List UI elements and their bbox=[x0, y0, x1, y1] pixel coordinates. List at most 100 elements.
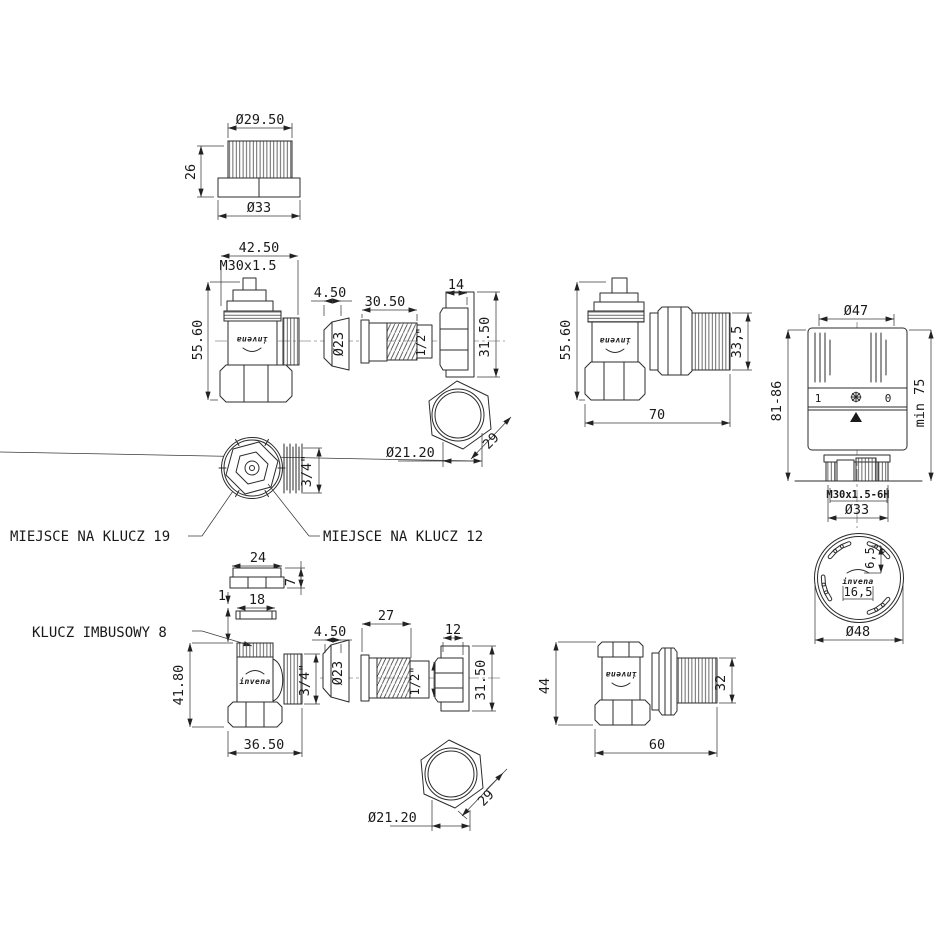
thread-label: 3/4" bbox=[297, 664, 313, 697]
head-range-label: 81-86 bbox=[769, 381, 785, 422]
head-min-label: min 75 bbox=[912, 379, 928, 428]
dim-valve-length: 60 bbox=[594, 707, 718, 757]
svg-text:invena: invena bbox=[842, 576, 873, 586]
view-thermo-cap: Ø29.50 26 Ø33 bbox=[183, 112, 301, 220]
dim-adapter-thickness: 4.50 bbox=[312, 624, 352, 653]
dim-head-diameter: Ø47 bbox=[818, 303, 895, 326]
dim-head-height-range: 81-86 bbox=[769, 329, 806, 481]
tailpiece-thread-label: 1/2" bbox=[408, 667, 422, 696]
dim-nut-height: 31.50 bbox=[472, 645, 496, 712]
dim-thread-side-height: 33,5 bbox=[729, 312, 752, 371]
tailpiece-length-label: 27 bbox=[378, 608, 394, 624]
callout-wrench-19: MIEJSCE NA KLUCZ 19 bbox=[10, 490, 234, 545]
dim-cap-bottom-diameter: Ø33 bbox=[217, 200, 301, 220]
dim-cap-height: 26 bbox=[183, 145, 224, 198]
head-bottom-dia-label: Ø33 bbox=[845, 502, 869, 518]
dim-valve-height: 55.60 bbox=[558, 281, 606, 401]
view-valve-top-left: invena 42.50 M30x1.5 55.60 bbox=[190, 240, 505, 403]
valve-width-label: 42.50 bbox=[239, 240, 280, 256]
dim-head-min-height: min 75 bbox=[909, 329, 934, 481]
adapter-thickness-label: 4.50 bbox=[314, 285, 347, 301]
svg-text:invena: invena bbox=[239, 676, 270, 686]
valve-height-label: 44 bbox=[537, 678, 553, 694]
nut-height-label: 31.50 bbox=[473, 660, 489, 701]
side-height-label: 33,5 bbox=[729, 326, 745, 359]
brand-logo: invena bbox=[605, 670, 637, 687]
dim-nut-width: 12 bbox=[442, 622, 464, 655]
dim-thread-side-height: 32 bbox=[713, 657, 736, 704]
dim-cap-small-step: 1 bbox=[218, 588, 231, 642]
head-setting-one: 1 bbox=[815, 392, 822, 405]
dim-valve-height: 44 bbox=[537, 641, 596, 726]
wrench-19-label: MIEJSCE NA KLUCZ 19 bbox=[10, 529, 170, 545]
cap-height-label: 26 bbox=[183, 164, 199, 180]
dim-valve-width: 36.50 bbox=[227, 708, 303, 757]
view-nut-bottom: 12 31.50 bbox=[434, 622, 496, 712]
dim-head-top-diameter: Ø48 bbox=[814, 583, 904, 644]
side-height-label: 32 bbox=[713, 675, 729, 691]
view-cap-small: 24 7 1 18 bbox=[218, 550, 305, 642]
dim-head-thread: M30x1.5-6H bbox=[826, 488, 890, 503]
view-hex-bottom: 29 Ø21.20 bbox=[368, 739, 508, 831]
brand-logo: invena bbox=[599, 336, 631, 353]
head-dia-label: Ø47 bbox=[844, 303, 868, 319]
dim-head-bottom-diameter: Ø33 bbox=[827, 485, 889, 522]
frost-symbol-icon bbox=[850, 391, 862, 403]
tailpiece-thread-label: 1/2" bbox=[414, 328, 428, 357]
head-setting-zero: 0 bbox=[885, 392, 892, 405]
valve-length-label: 70 bbox=[649, 407, 665, 423]
adapter-dia-label: Ø23 bbox=[331, 332, 347, 356]
dim-hex-flat-diameter: Ø21.20 bbox=[368, 800, 471, 831]
wrench-12-label: MIEJSCE NA KLUCZ 12 bbox=[323, 529, 483, 545]
dim-cap-small-height: 7 bbox=[283, 561, 305, 595]
cap-bottom-diameter-label: Ø33 bbox=[247, 200, 271, 216]
head-top-width-label: 16,5 bbox=[844, 585, 873, 599]
allen-key-label: KLUCZ IMBUSOWY 8 bbox=[32, 625, 167, 641]
view-valve-bottom-left: invena 41.80 36.50 3/4" bbox=[171, 642, 500, 757]
dim-valve-length: 70 bbox=[584, 374, 731, 427]
adapter-thickness-label: 4.50 bbox=[314, 624, 347, 640]
view-nut-top: 14 31.50 bbox=[439, 277, 500, 378]
valve-height-label: 41.80 bbox=[171, 665, 187, 706]
nut-width-label: 12 bbox=[445, 622, 461, 638]
view-valve-bottom-right: invena 44 32 60 bbox=[537, 641, 736, 757]
cap-small-height-label: 7 bbox=[283, 578, 299, 586]
view-tailpiece-bottom: 1/2" 27 bbox=[360, 608, 437, 702]
head-top-logo: invena bbox=[842, 569, 873, 586]
callout-wrench-12: MIEJSCE NA KLUCZ 12 bbox=[267, 483, 483, 545]
dim-cap-top-diameter: Ø29.50 bbox=[227, 112, 293, 138]
view-adapter-bottom: 4.50 Ø23 bbox=[312, 624, 352, 703]
cap-small-step-label: 1 bbox=[218, 588, 226, 604]
dim-nut-height: 31.50 bbox=[477, 291, 500, 378]
valve-length-label: 60 bbox=[649, 737, 665, 753]
head-top-offset-label: 6,5 bbox=[863, 547, 877, 569]
dim-plate-width: 18 bbox=[237, 592, 275, 611]
dim-nut-width: 14 bbox=[445, 277, 468, 305]
svg-text:invena: invena bbox=[599, 336, 630, 346]
cap-top-diameter-label: Ø29.50 bbox=[236, 112, 285, 128]
valve-width-label: 36.50 bbox=[244, 737, 285, 753]
valve-thread-label: M30x1.5 bbox=[220, 258, 277, 274]
dim-adapter-thickness: 4.50 bbox=[311, 285, 352, 316]
dim-head-top-offset: 6,5 bbox=[863, 545, 884, 574]
brand-logo: invena bbox=[236, 335, 268, 352]
svg-text:invena: invena bbox=[236, 335, 267, 345]
head-connector bbox=[794, 454, 923, 482]
hex-dia-label: Ø21.20 bbox=[368, 810, 417, 826]
view-head-side: 1 0 Ø47 81-86 min 75 M30x1.5-6H bbox=[769, 303, 934, 528]
head-grip-slots bbox=[814, 332, 887, 383]
dim-valve-height: 55.60 bbox=[190, 281, 240, 401]
head-top-dia-label: Ø48 bbox=[846, 624, 870, 640]
side-thread bbox=[283, 443, 303, 494]
nut-width-label: 14 bbox=[448, 277, 464, 293]
view-hex-top: 29 Ø21.20 bbox=[0, 380, 512, 467]
cap-small-width-label: 24 bbox=[250, 550, 266, 566]
nut-height-label: 31.50 bbox=[477, 317, 493, 358]
adapter-dia-label: Ø23 bbox=[330, 661, 346, 685]
valve-height-label: 55.60 bbox=[558, 320, 574, 361]
svg-text:invena: invena bbox=[605, 670, 636, 680]
tailpiece-length-label: 30.50 bbox=[365, 294, 406, 310]
plate-width-label: 18 bbox=[249, 592, 265, 608]
view-tailpiece-top: 1/2" 30.50 bbox=[360, 294, 433, 364]
